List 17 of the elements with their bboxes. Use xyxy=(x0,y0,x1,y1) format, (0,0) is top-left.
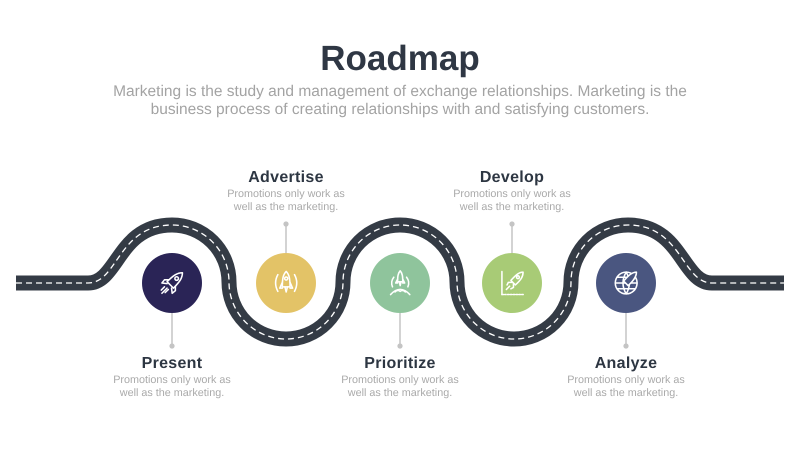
step-title: Present xyxy=(142,354,202,374)
step-description: Promotions only work as well as the marketing. xyxy=(452,188,572,213)
step-description: Promotions only work as well as the marketing. xyxy=(566,374,686,399)
step-title: Develop xyxy=(480,168,544,188)
step-title: Advertise xyxy=(248,168,324,188)
step-description: Promotions only work as well as the marketing. xyxy=(112,374,232,399)
step-title: Prioritize xyxy=(364,354,436,374)
step-description: Promotions only work as well as the marketing. xyxy=(340,374,460,399)
subtitle: Marketing is the study and management of exchange relationships. Marketing is the business process of creating relationships with and satisfying customers. xyxy=(113,83,687,118)
title: Roadmap xyxy=(320,39,480,78)
leader-line xyxy=(623,313,629,349)
leader-line xyxy=(397,313,403,349)
step-description: Promotions only work as well as the marketing. xyxy=(226,188,346,213)
leader-line xyxy=(509,221,515,253)
leader-line xyxy=(283,221,289,253)
step-title: Analyze xyxy=(594,354,658,374)
leader-line xyxy=(169,313,175,349)
